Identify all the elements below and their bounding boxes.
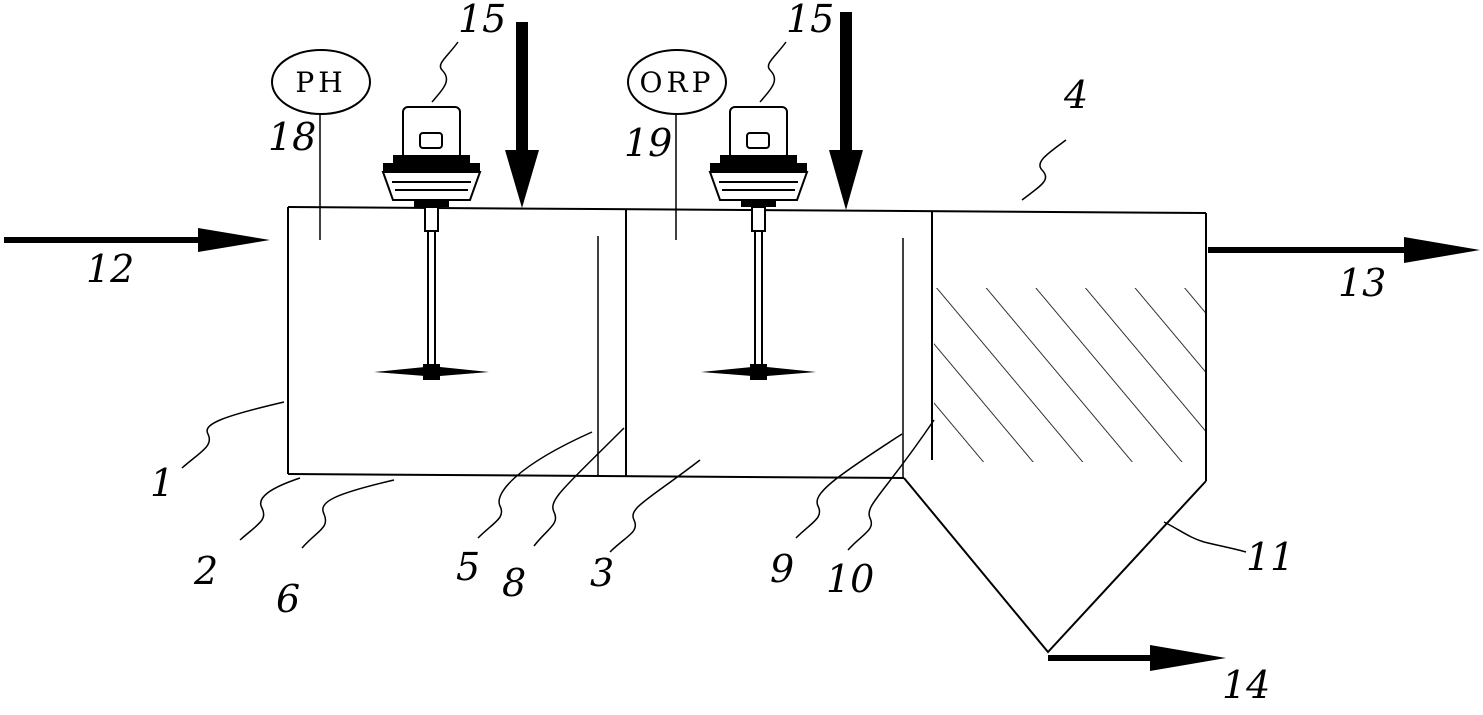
outlet-arrow <box>1208 237 1480 263</box>
label-motor-left: 15 <box>458 0 506 41</box>
sludge-hopper <box>903 477 1207 654</box>
label-settling-zone: 4 <box>1063 73 1088 117</box>
sludge-outlet-arrow <box>1048 645 1226 671</box>
label-second-chamber: 3 <box>590 551 614 595</box>
label-baffle-b: 9 <box>770 547 794 591</box>
label-baffle-a: 5 <box>456 545 480 589</box>
label-inlet: 12 <box>86 247 134 291</box>
label-partition-b: 10 <box>826 557 874 601</box>
label-motor-right: 15 <box>786 0 834 41</box>
dosing-arrow-left <box>505 22 539 208</box>
label-orp-ref: 19 <box>624 121 672 165</box>
mixer-left <box>374 106 489 380</box>
label-ph-ref: 18 <box>268 115 316 159</box>
tank-body <box>287 206 1207 481</box>
inlet-arrow <box>4 228 270 252</box>
label-tank-bottom: 6 <box>276 577 300 621</box>
dosing-arrow-right <box>829 12 863 210</box>
label-partition-a: 8 <box>502 561 526 605</box>
label-tank-body: 1 <box>150 461 174 505</box>
orp-label: ORP <box>640 66 715 99</box>
leader-lines <box>181 41 1247 553</box>
mixer-right <box>701 106 816 380</box>
label-hopper: 11 <box>1246 535 1294 579</box>
ph-label: PH <box>295 66 346 99</box>
settling-media <box>934 288 1205 462</box>
ph-probe: PH <box>271 49 371 240</box>
label-sludge-outlet: 14 <box>1222 663 1270 707</box>
label-first-chamber: 2 <box>193 549 218 593</box>
orp-probe: ORP <box>627 49 727 240</box>
label-outlet: 13 <box>1338 261 1386 305</box>
